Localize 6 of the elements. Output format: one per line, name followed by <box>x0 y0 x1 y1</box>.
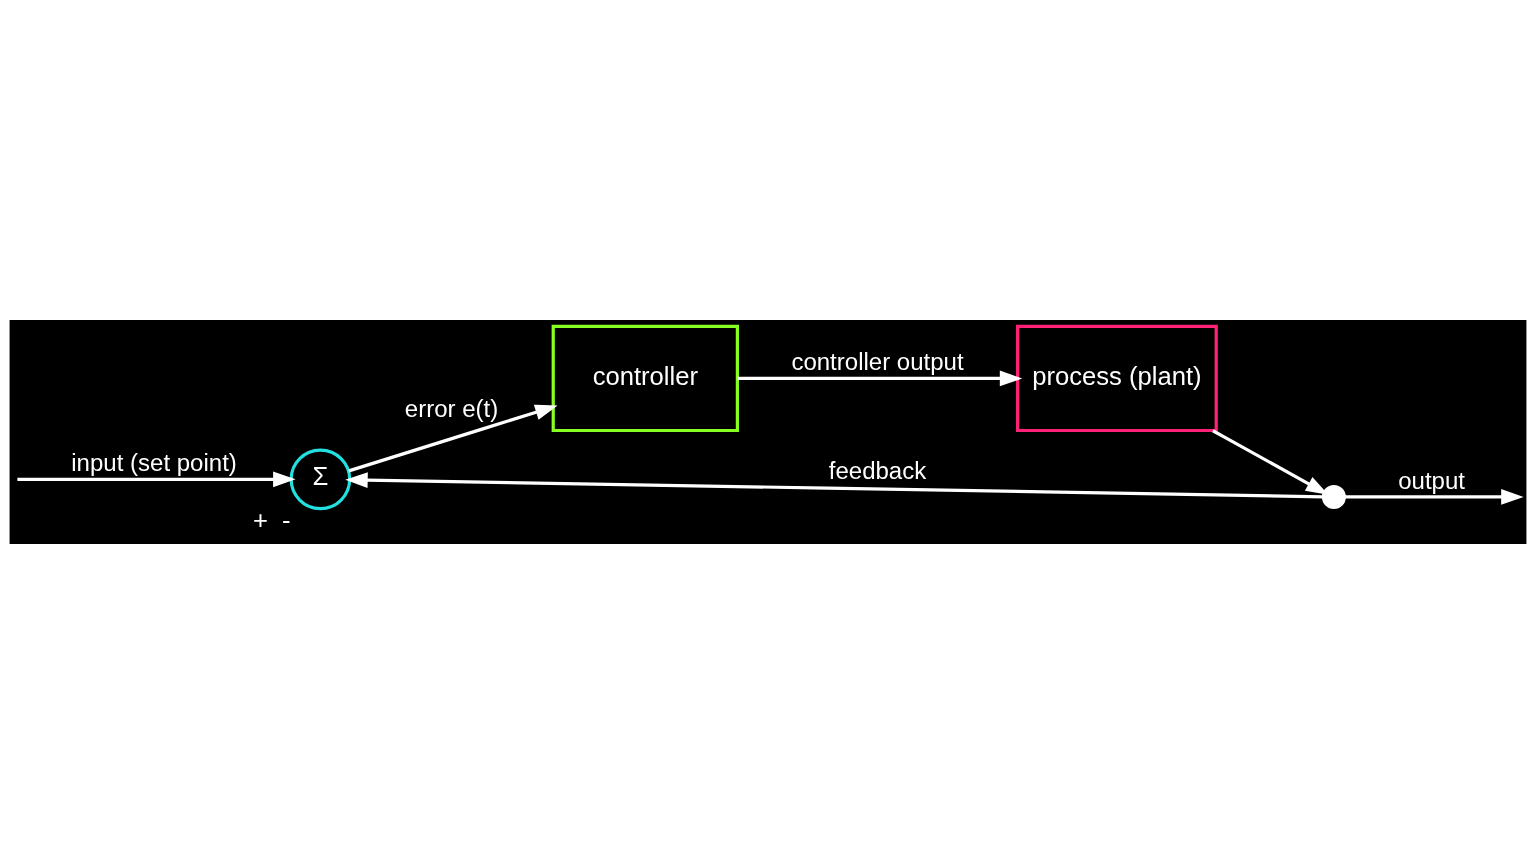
node-label: + - <box>252 506 291 535</box>
edge-label: output <box>1398 466 1465 494</box>
edge-label: input (set point) <box>71 449 237 477</box>
edge-label: error e(t) <box>404 394 499 422</box>
edge-label: feedback <box>828 457 927 485</box>
edge-label: controller output <box>791 348 964 376</box>
